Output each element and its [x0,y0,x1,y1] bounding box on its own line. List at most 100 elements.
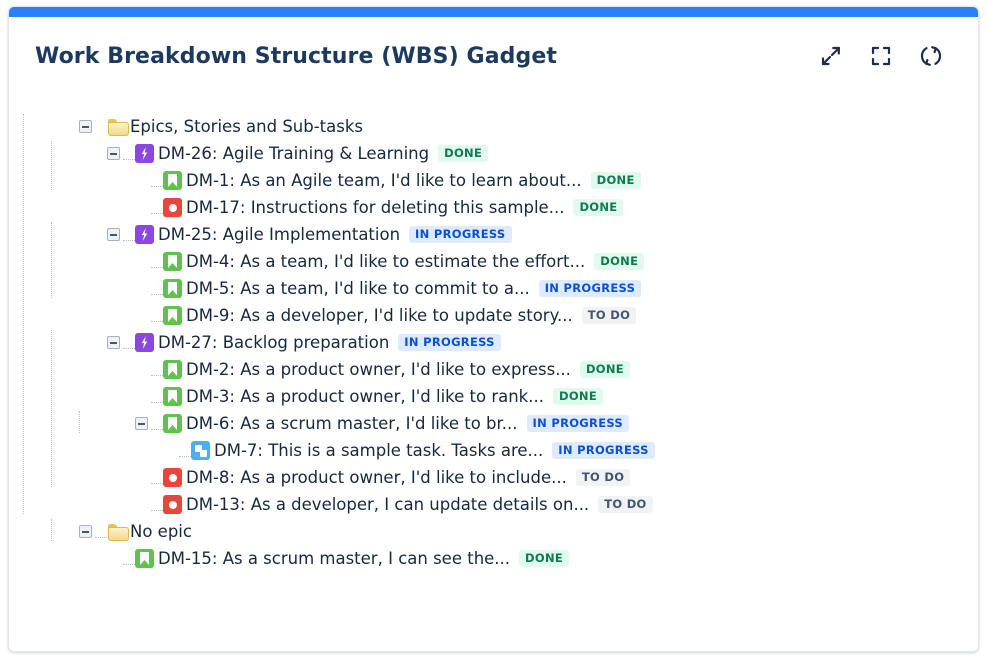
status-badge: IN PROGRESS [552,442,655,459]
tree-guide-line [51,141,52,190]
status-badge: TO DO [598,496,653,513]
tree-row[interactable]: DM-27: Backlog preparation IN PROGRESS [71,329,978,356]
story-icon [163,171,182,190]
issue-label[interactable]: DM-9: As a developer, I'd like to update… [186,306,573,325]
story-icon [163,387,182,406]
status-badge: TO DO [575,469,631,486]
status-badge: IN PROGRESS [398,334,501,351]
tree-row[interactable]: DM-15: As a scrum master, I can see the.… [71,545,978,572]
issue-label[interactable]: DM-5: As a team, I'd like to commit to a… [186,279,530,298]
issue-label[interactable]: DM-27: Backlog preparation [158,333,390,352]
group-label[interactable]: No epic [130,522,192,541]
tree-row[interactable]: DM-8: As a product owner, I'd like to in… [71,464,978,491]
header-actions [818,43,952,69]
tree-connector [151,282,163,295]
collapse-toggle-icon[interactable] [79,525,92,538]
issue-label[interactable]: DM-15: As a scrum master, I can see the.… [158,549,511,568]
tree-row[interactable]: DM-25: Agile Implementation IN PROGRESS [71,221,978,248]
tree-guide-line [51,222,52,298]
tree-row[interactable]: DM-7: This is a sample task. Tasks are..… [71,437,978,464]
epic-icon [135,225,154,244]
issue-label[interactable]: DM-13: As a developer, I can update deta… [186,495,590,514]
tree-row[interactable]: DM-1: As an Agile team, I'd like to lear… [71,167,978,194]
subtask-icon [191,441,210,460]
issue-label[interactable]: DM-7: This is a sample task. Tasks are..… [214,441,544,460]
collapse-toggle-icon[interactable] [79,120,92,133]
tree-row[interactable]: DM-5: As a team, I'd like to commit to a… [71,275,978,302]
tree-connector [151,498,163,511]
tree-row[interactable]: DM-13: As a developer, I can update deta… [71,491,978,518]
story-icon [163,279,182,298]
bug-icon [163,198,182,217]
group-label[interactable]: Epics, Stories and Sub-tasks [130,117,364,136]
issue-label[interactable]: DM-17: Instructions for deleting this sa… [186,198,565,217]
tree-connector [151,201,163,214]
status-badge: DONE [590,172,641,189]
tree-connector [151,363,163,376]
bug-icon [163,468,182,487]
tree-connector [123,228,135,241]
collapse-icon[interactable] [818,43,844,69]
collapse-toggle-icon[interactable] [107,228,120,241]
accent-bar [9,7,978,17]
refresh-icon[interactable] [918,43,944,69]
tree-connector [95,525,107,538]
folder-icon [107,117,129,136]
tree-row[interactable]: DM-3: As a product owner, I'd like to ra… [71,383,978,410]
tree-connector [151,255,163,268]
fullscreen-icon[interactable] [868,43,894,69]
issue-label[interactable]: DM-6: As a scrum master, I'd like to br.… [186,414,518,433]
page-title: Work Breakdown Structure (WBS) Gadget [35,43,557,69]
status-badge: DONE [594,253,645,270]
tree-row[interactable]: DM-4: As a team, I'd like to estimate th… [71,248,978,275]
story-icon [163,252,182,271]
tree-guide-line [23,114,24,514]
tree-row[interactable]: DM-6: As a scrum master, I'd like to br.… [71,410,978,437]
status-badge: DONE [579,361,630,378]
collapse-toggle-icon[interactable] [107,147,120,160]
tree-row[interactable]: DM-26: Agile Training & Learning DONE [71,140,978,167]
tree-connector [95,120,107,133]
tree-connector [151,417,163,430]
tree-connector [151,174,163,187]
status-badge: IN PROGRESS [526,415,629,432]
status-badge: TO DO [581,307,637,324]
issue-label[interactable]: DM-2: As a product owner, I'd like to ex… [186,360,571,379]
tree-guide-line [51,519,52,541]
issue-label[interactable]: DM-3: As a product owner, I'd like to ra… [186,387,544,406]
tree-connector [123,336,135,349]
collapse-toggle-icon[interactable] [107,336,120,349]
tree-row[interactable]: No epic [71,518,978,545]
story-icon [163,414,182,433]
issue-label[interactable]: DM-8: As a product owner, I'd like to in… [186,468,567,487]
issue-label[interactable]: DM-4: As a team, I'd like to estimate th… [186,252,586,271]
tree-connector [151,390,163,403]
tree-connector [123,147,135,160]
status-badge: DONE [552,388,603,405]
status-badge: IN PROGRESS [409,226,512,243]
epic-icon [135,144,154,163]
story-icon [135,549,154,568]
tree-row[interactable]: Epics, Stories and Sub-tasks [71,113,978,140]
tree-connector [151,309,163,322]
status-badge: DONE [438,145,489,162]
status-badge: DONE [519,550,570,567]
status-badge: IN PROGRESS [538,280,642,297]
wbs-gadget-card: Work Breakdown Structure (WBS) Gadget [8,6,979,652]
issue-label[interactable]: DM-1: As an Agile team, I'd like to lear… [186,171,582,190]
tree-connector [179,444,191,457]
bug-icon [163,495,182,514]
collapse-toggle-icon[interactable] [135,417,148,430]
story-icon [163,360,182,379]
epic-icon [135,333,154,352]
status-badge: DONE [573,199,624,216]
tree-row[interactable]: DM-17: Instructions for deleting this sa… [71,194,978,221]
tree-connector [151,471,163,484]
tree-row[interactable]: DM-2: As a product owner, I'd like to ex… [71,356,978,383]
tree-guide-line [51,330,52,487]
folder-icon [107,522,129,541]
tree-row[interactable]: DM-9: As a developer, I'd like to update… [71,302,978,329]
issue-label[interactable]: DM-25: Agile Implementation [158,225,401,244]
issue-label[interactable]: DM-26: Agile Training & Learning [158,144,430,163]
